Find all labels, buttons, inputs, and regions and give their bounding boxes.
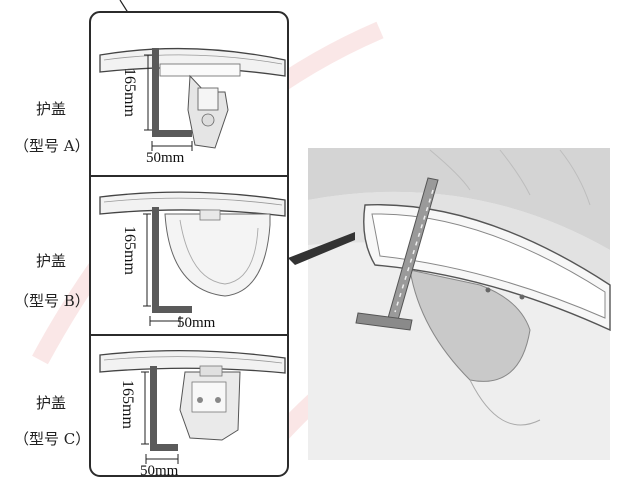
zoom-wedge — [288, 232, 355, 265]
panel-a-cover-label: 护盖 — [36, 100, 67, 118]
panel-a-model-label: （型号 A） — [14, 137, 90, 155]
panel-a-drawing — [99, 47, 286, 151]
panel-c-width-dim: 50mm — [140, 463, 179, 479]
panel-c-height-dim: 165mm — [119, 380, 136, 429]
panel-a-width-dim: 50mm — [146, 150, 185, 166]
panel-b-height-dim: 165mm — [121, 226, 138, 275]
tool-in-photo — [355, 177, 439, 331]
panel-b-width-dim: 50mm — [177, 315, 216, 331]
panel-a-height-dim: 165mm — [121, 68, 138, 117]
panel-c-drawing — [99, 350, 286, 464]
panel-c-model-label: （型号 C） — [14, 430, 91, 448]
panel-c-cover-label: 护盖 — [36, 394, 67, 412]
panel-b-drawing — [99, 191, 286, 326]
panel-b-cover-label: 护盖 — [36, 252, 67, 270]
mirror-photo — [308, 148, 611, 460]
panel-b-model-label: （型号 B） — [14, 292, 90, 310]
